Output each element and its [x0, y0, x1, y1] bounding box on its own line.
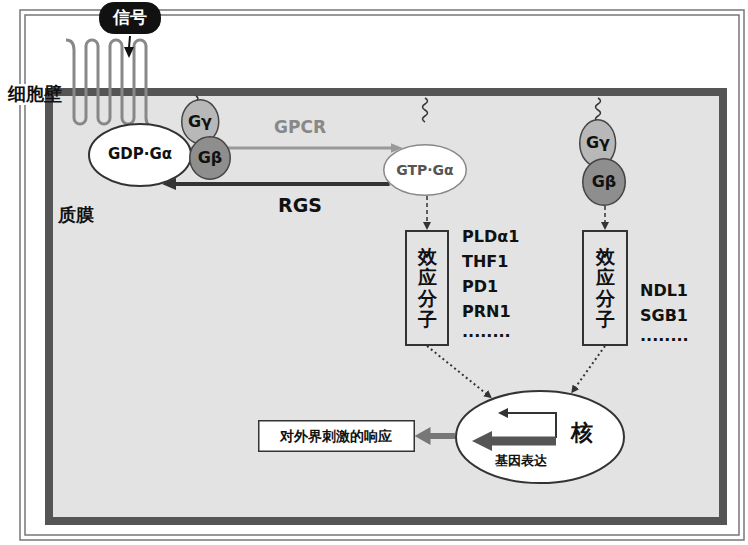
protein-name: SGB1 [640, 307, 688, 325]
g-alpha-gdp: GDP·Gα [88, 123, 192, 187]
node-text: Gβ [198, 149, 223, 167]
edge-label: GPCR [274, 118, 326, 138]
lipid-anchor [596, 98, 601, 122]
node-text: 基因表达 [495, 454, 547, 469]
g-alpha-gdp-shape [89, 124, 191, 186]
node-text: Gγ [586, 134, 610, 152]
signal-arrowhead [124, 47, 134, 58]
response-box-shape [258, 421, 414, 452]
signal-arrow [129, 36, 130, 48]
dashed-arrow [604, 206, 606, 223]
protein-name: NDL1 [640, 282, 688, 300]
node-text: 效应分子 [596, 246, 615, 330]
structure-label: 质膜 [58, 205, 76, 226]
edge-label: RGS [278, 195, 322, 217]
effector-box-shape [583, 231, 627, 345]
node-text: 对外界刺激的响应 [280, 428, 392, 444]
protein-name: PLDα1 [462, 228, 519, 246]
effector-box: 效应分子 [582, 230, 628, 346]
g-beta: Gβ [582, 158, 626, 206]
g-beta: Gβ [189, 136, 231, 180]
cell-wall-outer [20, 10, 744, 540]
signal-blob: 信号 [99, 2, 161, 34]
g-beta-shape [583, 159, 626, 206]
dotted-arrow [575, 346, 605, 388]
nucleus-shape [456, 391, 624, 483]
structure-label: 细胞壁 [4, 84, 30, 105]
plasma-membrane [49, 92, 723, 521]
node-text: Gγ [188, 113, 212, 131]
node-text: GTP·Gα [396, 162, 453, 178]
effector-box: 效应分子 [405, 230, 449, 346]
signal-blob-shape [100, 3, 161, 34]
protein-name: THF1 [462, 253, 508, 271]
node-text: GDP·Gα [108, 146, 172, 163]
g-alpha-gtp: GTP·Gα [383, 144, 467, 196]
lipid-anchor [423, 98, 428, 122]
dotted-arrow [427, 346, 486, 394]
g-beta-shape [190, 137, 231, 180]
g-alpha-gtp-shape [384, 145, 467, 196]
cell-wall-inner [25, 15, 739, 535]
nucleus-outline [455, 390, 625, 484]
response-arrow [430, 433, 456, 439]
node-text: 效应分子 [418, 246, 437, 330]
nucleus: 核基因表达 [455, 390, 625, 484]
effector-box-shape [406, 231, 448, 345]
response-box: 对外界刺激的响应 [258, 420, 415, 452]
inactivation-arrow [175, 182, 390, 186]
dashed-arrow [426, 196, 428, 223]
ellipsis-mark: ........ [640, 327, 689, 345]
node-text: 信号 [113, 8, 147, 28]
gpcr-receptor [66, 40, 160, 132]
protein-name: PRN1 [462, 303, 511, 321]
node-text: 核 [571, 420, 593, 445]
ellipsis-mark: ........ [462, 323, 511, 341]
node-text: Gβ [592, 173, 617, 191]
protein-name: PD1 [462, 278, 498, 296]
